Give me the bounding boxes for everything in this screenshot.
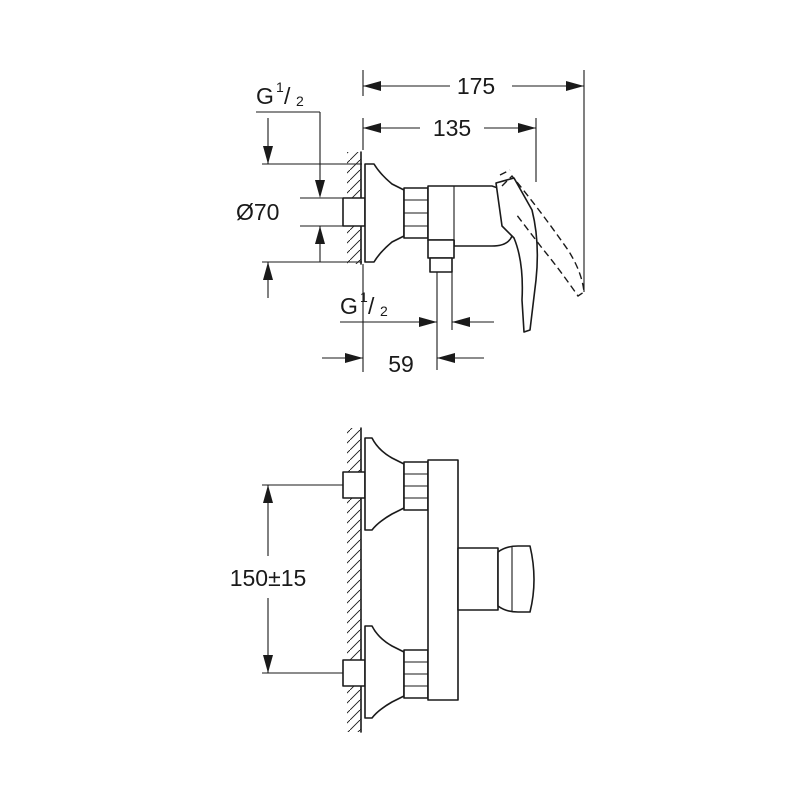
thread-inlet-label: G 1 / 2 <box>256 79 325 262</box>
svg-text:/: / <box>284 83 291 109</box>
dim-150-label: 150±15 <box>230 565 307 591</box>
svg-text:G: G <box>340 293 358 319</box>
handle-front <box>457 545 535 613</box>
dim-135-label: 135 <box>433 115 471 141</box>
dim-59: 59 <box>322 264 484 377</box>
inlet-stub-top <box>342 197 366 227</box>
side-view: 175 135 G 1 / 2 <box>236 70 585 377</box>
upper-inlet-stub <box>342 471 366 499</box>
dim-175-label: 175 <box>457 73 495 99</box>
dim-59-label: 59 <box>388 351 414 377</box>
dim-rosette-label: Ø70 <box>236 199 279 225</box>
dim-150: 150±15 <box>230 484 343 674</box>
lower-inlet-stub <box>342 659 366 687</box>
svg-text:1: 1 <box>360 289 368 305</box>
lever-top <box>495 177 539 333</box>
front-view: 150±15 <box>230 427 535 733</box>
svg-text:2: 2 <box>296 93 304 109</box>
dim-135: 135 <box>362 115 537 182</box>
svg-text:2: 2 <box>380 303 388 319</box>
mixer-body-front <box>427 459 459 701</box>
hex-nut-top <box>403 187 429 239</box>
svg-text:1: 1 <box>276 79 284 95</box>
rosette-top <box>364 163 405 263</box>
dim-175: 175 <box>362 70 585 292</box>
outlet-spigot-top <box>427 239 455 370</box>
svg-text:G: G <box>256 83 274 109</box>
lower-rosette <box>364 625 405 719</box>
thread-outlet-label: G 1 / 2 <box>340 289 494 327</box>
lower-hex-nut <box>403 649 429 699</box>
upper-rosette <box>364 437 405 531</box>
lever-open-dashed <box>501 174 585 297</box>
svg-text:/: / <box>368 293 375 319</box>
dim-rosette-diameter: Ø70 <box>236 118 362 298</box>
upper-hex-nut <box>403 461 429 511</box>
